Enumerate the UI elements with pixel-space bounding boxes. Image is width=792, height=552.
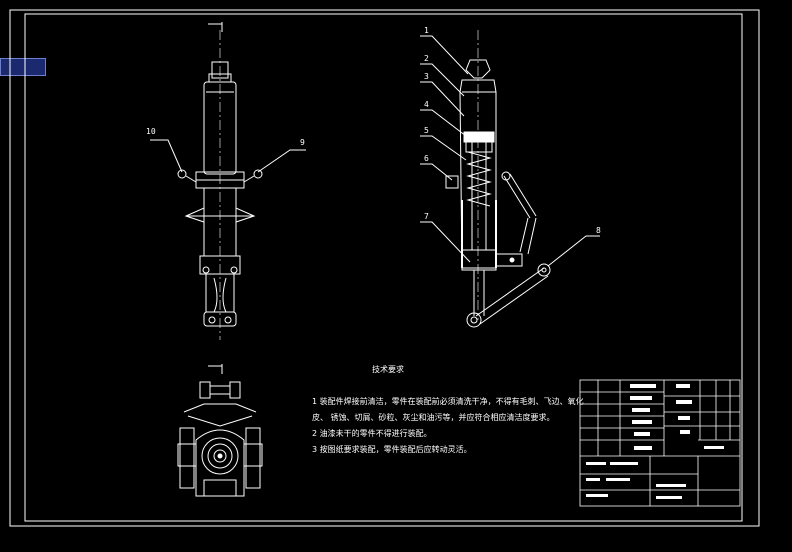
bottom-view (177, 381, 263, 497)
balloon-5: 5 (424, 126, 429, 135)
balloon-6: 6 (424, 154, 429, 163)
tech-note-line: 2 油漆未干的零件不得进行装配。 (312, 429, 432, 438)
balloon-2: 2 (424, 54, 429, 63)
balloon-10: 10 (146, 127, 156, 136)
section-view (420, 30, 600, 328)
balloon-4: 4 (424, 100, 429, 109)
inner-frame (24, 13, 743, 522)
outer-frame (9, 9, 760, 527)
tech-note-line: 3 按图纸要求装配，零件装配后应转动灵活。 (312, 445, 472, 454)
tech-note-line: 1 装配件焊接前清洁，零件在装配前必须清洗干净，不得有毛刺、飞边、氧化 (312, 397, 584, 406)
balloon-1: 1 (424, 26, 429, 35)
layer-tab[interactable] (0, 58, 46, 76)
section-marks (208, 22, 223, 374)
tech-notes: 1 装配件焊接前清洁，零件在装配前必须清洗干净，不得有毛刺、飞边、氧化 皮、 锈… (312, 394, 584, 458)
balloon-8: 8 (596, 226, 601, 235)
balloon-7: 7 (424, 212, 429, 221)
balloon-9: 9 (300, 138, 305, 147)
tech-note-line: 皮、 锈蚀、切屑、砂粒、灰尘和油污等，并应符合相应清洁度要求。 (312, 413, 555, 422)
title-block (579, 379, 741, 507)
tech-notes-title: 技术要求 (372, 365, 404, 374)
front-view (150, 30, 306, 340)
title-block-text-marks (586, 384, 724, 499)
balloon-3: 3 (424, 72, 429, 81)
